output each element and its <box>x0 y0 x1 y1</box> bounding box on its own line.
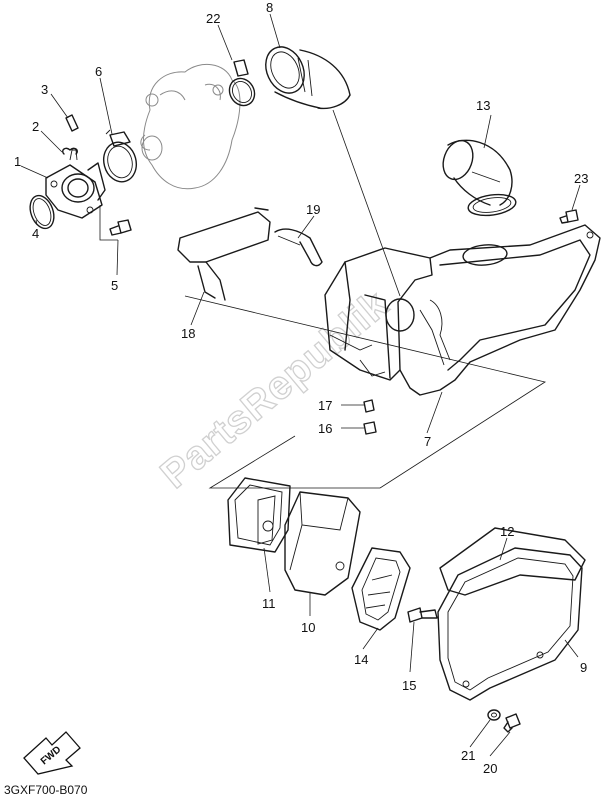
hose-clamp-22 <box>228 59 256 107</box>
callout-3: 3 <box>41 82 48 97</box>
callout-18: 18 <box>181 326 195 341</box>
clip-19 <box>274 228 323 267</box>
element-holder-11 <box>227 477 291 553</box>
o-ring <box>29 194 55 230</box>
callout-9: 9 <box>580 660 587 675</box>
air-element <box>284 491 361 596</box>
air-filter-case <box>324 224 601 396</box>
leader-lines <box>20 13 581 757</box>
band-18 <box>177 207 271 301</box>
engine-outline <box>140 64 241 190</box>
carburetor-joint <box>45 149 106 219</box>
callout-19: 19 <box>306 202 320 217</box>
callout-6: 6 <box>95 64 102 79</box>
case-cover-9 <box>437 547 583 701</box>
callout-15: 15 <box>402 678 416 693</box>
callout-23: 23 <box>574 171 588 186</box>
callout-12: 12 <box>500 524 514 539</box>
callout-4: 4 <box>32 226 39 241</box>
collar-16 <box>363 421 377 435</box>
fwd-arrow-icon: FWD <box>23 731 81 775</box>
breather-pipe <box>65 114 79 132</box>
callout-20: 20 <box>483 761 497 776</box>
screw-17 <box>363 399 375 413</box>
callout-14: 14 <box>354 652 368 667</box>
callout-5: 5 <box>111 278 118 293</box>
watermark: PartsRepublik <box>153 282 397 497</box>
bolt-5 <box>109 219 132 236</box>
screw-23 <box>559 209 579 224</box>
callout-17: 17 <box>318 398 332 413</box>
callout-2: 2 <box>32 119 39 134</box>
callout-10: 10 <box>301 620 315 635</box>
hose-clamp-6 <box>103 129 137 183</box>
washer-21 <box>487 709 501 721</box>
leader-1-5 <box>99 205 118 241</box>
callout-22: 22 <box>206 11 220 26</box>
callout-13: 13 <box>476 98 490 113</box>
drawing-code: 3GXF700-B070 <box>4 783 88 797</box>
callout-11: 11 <box>262 596 276 611</box>
callout-7: 7 <box>424 434 431 449</box>
screw-15 <box>407 607 438 623</box>
callout-21: 21 <box>461 748 475 763</box>
hose-clip-2 <box>61 147 79 155</box>
screw-20 <box>503 713 521 733</box>
cover-gasket-12 <box>439 527 586 596</box>
element-frame-14 <box>351 547 411 631</box>
air-joint-13 <box>442 139 517 217</box>
assembly-frame <box>184 295 547 489</box>
callout-1: 1 <box>14 154 21 169</box>
callout-16: 16 <box>318 421 332 436</box>
air-joint-8 <box>265 46 351 110</box>
callout-8: 8 <box>266 0 273 15</box>
